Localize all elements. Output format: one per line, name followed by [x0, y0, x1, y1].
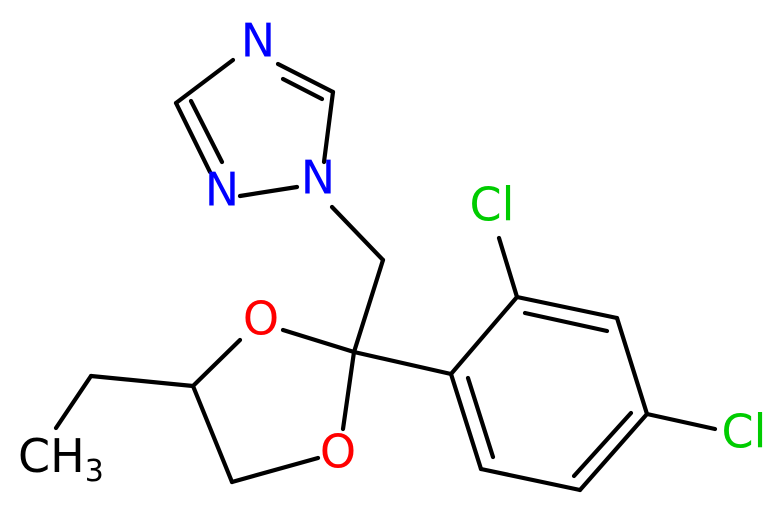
- bond-ch2-ch3: [53, 373, 94, 431]
- bond-ar2-cl: [496, 235, 520, 300]
- atom-n2-label: N: [205, 163, 239, 217]
- bond-o1-c4: [190, 337, 243, 389]
- bond-n1-n2: [237, 184, 300, 199]
- bond-ch2-c2: [351, 257, 386, 355]
- bond-c4-c5: [190, 383, 235, 485]
- bond-c2-phenyl: [351, 349, 454, 377]
- bonds: [53, 57, 718, 493]
- ch3-subscript: 3: [85, 454, 104, 489]
- bond-ar2-ar3: [514, 294, 620, 321]
- bond-o3-c2: [340, 349, 357, 432]
- bond-ar4-ar5-inner: [571, 410, 634, 479]
- bond-c5-o3: [229, 455, 321, 485]
- atom-ch3-label: CH3: [18, 429, 104, 489]
- bond-ar3-ar4: [614, 315, 650, 417]
- atom-o3-label: O: [320, 425, 356, 479]
- bond-n1-ch2: [329, 204, 386, 263]
- bond-ar1-ar2: [448, 294, 520, 377]
- bond-c3-n4: [173, 57, 236, 106]
- bond-c4-ch2: [88, 373, 196, 389]
- atom-cl-ortho-label: Cl: [470, 178, 515, 232]
- bond-ar4-cl: [644, 411, 718, 432]
- bond-c2-o1: [280, 327, 357, 355]
- atom-n1-label: N: [301, 151, 335, 205]
- bond-n4-c5: [275, 61, 336, 95]
- bond-ar5-ar6: [478, 466, 583, 493]
- bond-ar6-ar1: [448, 371, 484, 472]
- atom-o1-label: O: [243, 292, 279, 346]
- bond-ar2-ar3-inner: [522, 310, 610, 334]
- bond-ar4-ar5: [577, 411, 650, 493]
- atom-cl-para-label: Cl: [722, 405, 767, 459]
- bond-ar6-ar1-inner: [465, 375, 496, 460]
- bond-n2-c3: [173, 100, 213, 175]
- atom-n4-label: N: [241, 14, 275, 68]
- bond-n2-c3-inner: [188, 98, 225, 165]
- ch3-main: CH: [18, 429, 85, 483]
- atom-labels: N N N O O Cl Cl CH3: [18, 14, 766, 490]
- bond-c5-n1: [321, 89, 336, 165]
- bond-n4-c5-inner: [280, 76, 325, 102]
